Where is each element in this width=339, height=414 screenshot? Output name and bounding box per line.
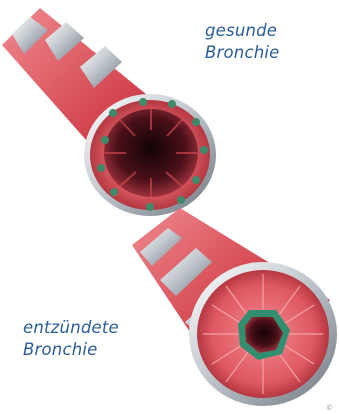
healthy-bronchus-label: gesunde Bronchie xyxy=(205,20,280,64)
inflamed-bronchus xyxy=(132,208,337,406)
healthy-label-line1: gesunde xyxy=(205,20,280,42)
inflamed-label-line2: Bronchie xyxy=(23,339,119,361)
copyright-mark: © xyxy=(326,404,333,412)
inflamed-bronchus-label: entzündete Bronchie xyxy=(23,317,119,361)
healthy-bronchus xyxy=(2,8,216,216)
inflamed-label-line1: entzündete xyxy=(23,317,119,339)
healthy-label-line2: Bronchie xyxy=(205,42,280,64)
